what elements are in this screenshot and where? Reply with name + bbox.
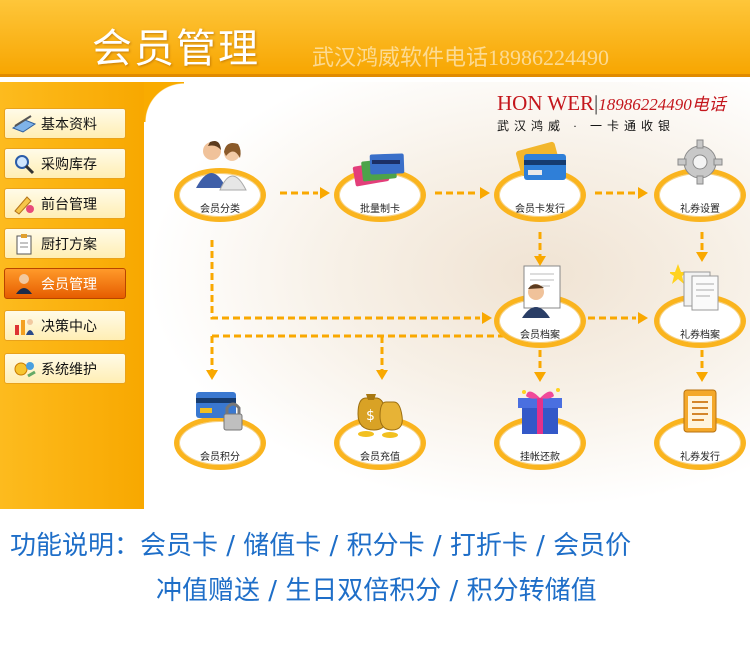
sidebar-item-basic-info[interactable]: 基本资料 <box>4 108 126 139</box>
credit-card-icon <box>515 141 566 180</box>
node-ring <box>174 416 266 470</box>
profile-document-icon <box>522 265 561 318</box>
header-bar: 会员管理 武汉鸿威软件电话18986224490 <box>0 0 750 77</box>
sidebar: 基本资料 采购库存 前台管理 厨打方案 会员管理 决策中心 系统维护 <box>0 82 144 509</box>
logo-phone: 18986224490电话 <box>598 95 726 114</box>
node-credit-repay[interactable]: 挂帐还款 <box>494 384 586 470</box>
documents-icon <box>670 264 719 311</box>
pen-tools-icon <box>9 192 39 216</box>
node-label: 会员积分 <box>200 452 240 463</box>
logo-brand: HON WER <box>497 91 595 115</box>
feature-description-line-1: 功能说明：会员卡 / 储值卡 / 积分卡 / 打折卡 / 会员价 <box>10 531 632 561</box>
logo-tagline: 武汉鸿威 · 一卡通收银 <box>497 119 675 133</box>
node-coupon-issue[interactable]: 礼券发行 <box>654 384 746 470</box>
sidebar-item-purchase-stock[interactable]: 采购库存 <box>4 148 126 179</box>
sidebar-item-label: 厨打方案 <box>41 236 97 253</box>
sidebar-item-label: 系统维护 <box>41 361 97 378</box>
node-member-points[interactable]: 会员积分 <box>174 384 266 470</box>
watermark-text: 武汉鸿威软件电话18986224490 <box>312 45 610 70</box>
notebook-pen-icon <box>9 112 39 136</box>
node-coupon-archive[interactable]: 礼券档案 <box>654 262 746 348</box>
people-chart-icon <box>9 314 39 338</box>
node-label: 会员档案 <box>520 330 560 341</box>
node-label: 礼券设置 <box>680 204 720 215</box>
node-label: 会员分类 <box>200 204 240 215</box>
sidebar-item-decision-center[interactable]: 决策中心 <box>4 310 126 341</box>
clipboard-list-icon <box>683 389 717 433</box>
node-ring <box>174 168 266 222</box>
members-icon <box>196 141 247 191</box>
node-label: 会员卡发行 <box>515 204 565 215</box>
page-title: 会员管理 <box>92 26 260 72</box>
settings-sun-icon <box>9 357 39 381</box>
gift-box-icon <box>518 388 562 434</box>
header-divider <box>0 74 750 77</box>
sidebar-item-label: 采购库存 <box>41 156 97 173</box>
node-card-issue[interactable]: 会员卡发行 <box>494 136 586 222</box>
card-lock-icon <box>196 392 243 431</box>
sidebar-item-label: 基本资料 <box>41 116 97 133</box>
node-label: 批量制卡 <box>360 204 400 215</box>
sidebar-item-front-desk[interactable]: 前台管理 <box>4 188 126 219</box>
person-icon <box>9 272 39 296</box>
feature-description-line-2: 冲值赠送 / 生日双倍积分 / 积分转储值 <box>156 576 597 606</box>
node-label: 礼券发行 <box>680 452 720 463</box>
sidebar-item-label: 会员管理 <box>41 276 97 293</box>
sidebar-item-kitchen-print[interactable]: 厨打方案 <box>4 228 126 259</box>
sidebar-item-system-maintenance[interactable]: 系统维护 <box>4 353 126 384</box>
gear-icon <box>677 139 723 185</box>
money-bags-icon: $ <box>357 394 403 438</box>
svg-text:$: $ <box>366 408 375 424</box>
sidebar-item-label: 决策中心 <box>41 318 97 335</box>
node-member-archive[interactable]: 会员档案 <box>494 262 586 348</box>
node-batch-card[interactable]: 批量制卡 <box>334 136 426 222</box>
node-member-category[interactable]: 会员分类 <box>174 136 266 222</box>
clipboard-icon <box>9 232 39 256</box>
magnifier-icon <box>9 152 39 176</box>
node-label: 会员充值 <box>360 452 400 463</box>
company-logo: HON WER|18986224490电话 武汉鸿威 · 一卡通收银 <box>497 90 749 136</box>
panel-corner <box>144 82 184 122</box>
sidebar-item-member-management[interactable]: 会员管理 <box>4 268 126 299</box>
node-coupon-settings[interactable]: 礼券设置 <box>654 136 746 222</box>
node-member-recharge[interactable]: $ 会员充值 <box>334 384 426 470</box>
card-stack-icon <box>352 153 405 187</box>
node-label: 挂帐还款 <box>520 452 560 463</box>
node-label: 礼券档案 <box>680 330 720 341</box>
sidebar-item-label: 前台管理 <box>41 196 97 213</box>
